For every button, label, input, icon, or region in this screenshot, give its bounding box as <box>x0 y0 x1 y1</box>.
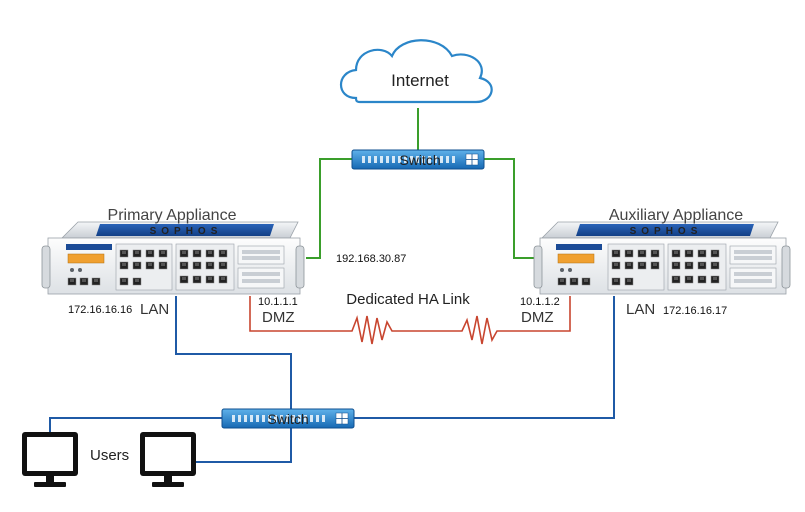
cloud-icon <box>340 39 493 104</box>
auxiliary-lan-ip: 172.16.16.17 <box>663 305 727 317</box>
primary-lan-ip: 172.16.16.16 <box>68 304 132 316</box>
wan-link-auxiliary <box>484 158 540 259</box>
users-label: Users <box>90 447 129 464</box>
ha-link-label: Dedicated HA Link <box>346 291 470 308</box>
auxiliary-dmz-label: DMZ <box>521 309 554 326</box>
auxiliary-appliance: SOPHOS Auxiliary Appliance LAN 17 <box>520 207 791 326</box>
primary-appliance: SOPHOS Prim <box>41 207 406 326</box>
lan-link-users <box>49 417 224 432</box>
lan-link-auxiliary <box>354 296 615 419</box>
primary-dmz-ip: 10.1.1.1 <box>258 296 298 308</box>
internet-cloud: Internet <box>340 39 493 104</box>
switch-bottom-label: Switch <box>267 411 308 427</box>
primary-brand-logo: SOPHOS <box>150 226 223 237</box>
auxiliary-appliance-title: Auxiliary Appliance <box>609 207 743 224</box>
auxiliary-dmz-ip: 10.1.1.2 <box>520 296 560 308</box>
ha-link <box>249 296 571 345</box>
wan-link-primary <box>306 158 354 259</box>
switch-top-label: Switch <box>399 152 440 168</box>
primary-wan-ip: 192.168.30.87 <box>336 253 406 265</box>
user-computer-1 <box>22 432 78 487</box>
primary-appliance-title: Primary Appliance <box>108 207 237 224</box>
auxiliary-brand-logo: SOPHOS <box>630 226 703 237</box>
primary-dmz-label: DMZ <box>262 309 295 326</box>
lan-link-primary <box>151 296 292 463</box>
auxiliary-lan-label: LAN <box>626 301 655 318</box>
switch-top: Switch <box>351 149 485 170</box>
switch-bottom: Switch <box>221 408 355 429</box>
cloud-label: Internet <box>391 71 449 90</box>
monitor-icon <box>22 432 78 487</box>
user-computer-2 <box>140 432 196 487</box>
primary-lan-label: LAN <box>140 301 169 318</box>
monitor-icon <box>140 432 196 487</box>
